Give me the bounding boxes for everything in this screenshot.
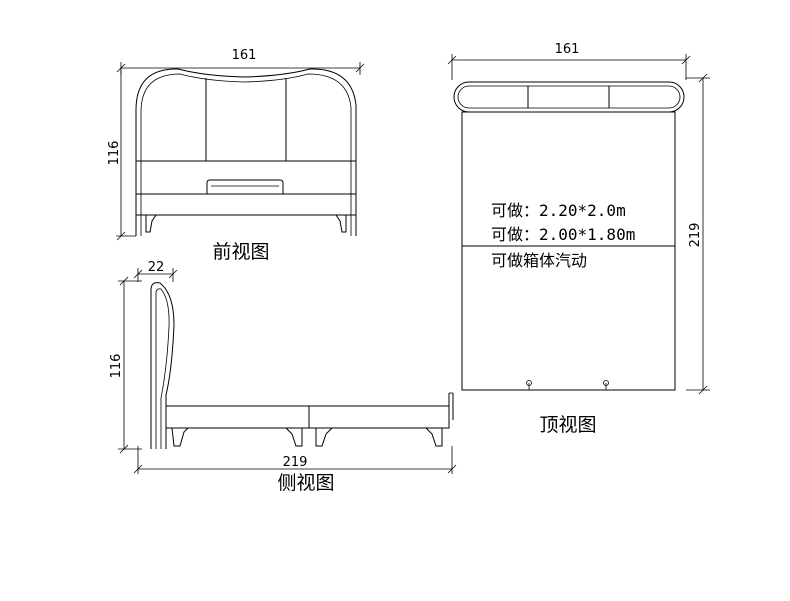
top-note-1: 可做：2.20*2.0m (491, 201, 626, 220)
front-headboard (135, 68, 357, 236)
front-view-title: 前视图 (212, 241, 269, 263)
side-depth-dimension: 22 (133, 260, 178, 282)
side-length-dimension: 219 (133, 446, 457, 474)
side-height-dimension: 116 (109, 276, 142, 454)
front-handle (206, 179, 284, 194)
side-leg-1 (171, 427, 189, 447)
top-headboard (453, 81, 685, 113)
top-length-label: 219 (688, 223, 703, 248)
front-height-label: 116 (107, 141, 122, 166)
top-note-3: 可做箱体汽动 (491, 251, 587, 270)
top-bed-frame (461, 111, 676, 391)
side-leg-4 (425, 427, 443, 447)
top-view: 161 219 可做：2.20*2.0m 可做：2.00*1.80m 可做箱体汽… (447, 42, 710, 436)
side-leg-3 (315, 427, 333, 447)
top-note-2: 可做：2.00*1.80m (491, 225, 635, 244)
side-depth-label: 22 (148, 260, 165, 275)
top-view-title: 顶视图 (539, 414, 596, 436)
side-frame (165, 405, 450, 429)
front-height-dimension: 116 (107, 68, 136, 241)
front-width-label: 161 (232, 48, 257, 63)
front-leg-left (145, 214, 157, 233)
side-headboard (150, 282, 175, 449)
side-height-label: 116 (109, 354, 124, 379)
front-width-dimension: 161 (116, 48, 365, 75)
top-width-dimension: 161 (447, 42, 691, 80)
top-width-label: 161 (555, 42, 580, 57)
front-leg-right (335, 214, 347, 233)
top-length-dimension: 219 (686, 73, 710, 395)
front-view: 161 116 前视图 (107, 48, 365, 263)
side-view: 22 116 219 (109, 260, 457, 494)
side-view-title: 侧视图 (277, 472, 334, 494)
side-length-label: 219 (283, 455, 308, 470)
side-leg-2 (285, 427, 303, 447)
